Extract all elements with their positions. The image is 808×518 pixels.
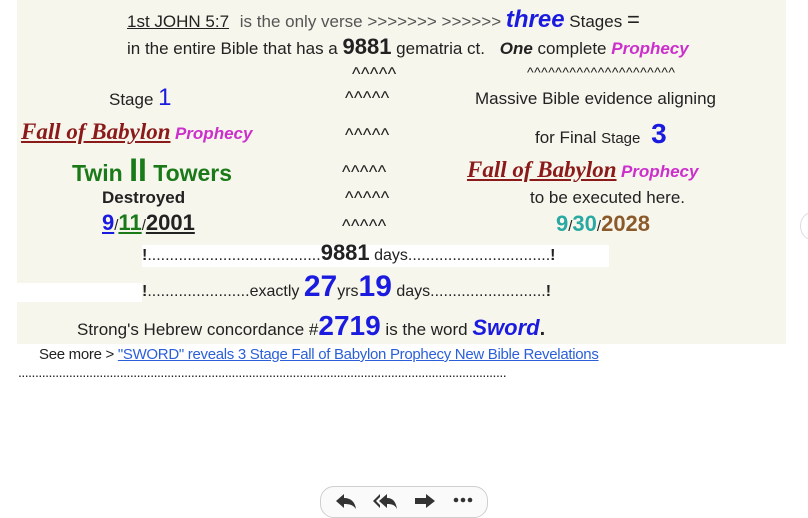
twin-word: Twin — [72, 160, 123, 186]
date-slash: / — [114, 217, 119, 234]
headline-row-1: 1st JOHN 5:7 is the only verse >>>>>>> >… — [127, 6, 640, 34]
word-text: is the word — [385, 320, 468, 339]
exclaim-right: ! — [545, 283, 552, 300]
date-2001: 9/11/2001 — [102, 210, 195, 236]
three-word: three — [505, 6, 565, 33]
date-slash: / — [568, 218, 573, 235]
see-more-label: See more > — [39, 346, 114, 363]
forward-icon — [415, 494, 435, 508]
prophecy-word: Prophecy — [611, 39, 689, 58]
ellipsis-icon — [453, 497, 473, 503]
days-line: !.......................................… — [142, 240, 555, 266]
reply-icon — [336, 494, 356, 509]
reply-all-icon — [373, 494, 397, 509]
scroll-edge-button[interactable] — [800, 212, 808, 240]
strongs-line: Strong's Hebrew concordance #2719 is the… — [77, 310, 545, 342]
dot-leader: ................................ — [407, 247, 551, 264]
exclaim-left: ! — [142, 247, 148, 264]
date-year: 2001 — [145, 210, 195, 235]
caret-row-6: ^^^^^ — [342, 216, 387, 236]
date-slash: / — [596, 218, 602, 235]
headline-row-2: in the entire Bible that has a 9881 gema… — [127, 34, 689, 60]
dot-leader: ....................................... — [147, 247, 321, 264]
destroyed-label: Destroyed — [102, 188, 186, 207]
prophecy-word: Prophecy — [620, 162, 699, 181]
fall-of-babylon-left: Fall of Babylon Prophecy — [21, 119, 252, 145]
forward-button[interactable] — [412, 491, 438, 511]
date-month: 9 — [102, 210, 115, 235]
stage-word: Stage — [601, 130, 641, 147]
days-number: 19 — [358, 270, 392, 303]
exactly-word: exactly — [249, 283, 300, 300]
days-number: 9881 — [320, 240, 370, 265]
days-word: days — [374, 247, 408, 264]
date-day: 30 — [572, 211, 597, 236]
prophecy-word: Prophecy — [174, 124, 253, 143]
caret-row-5: ^^^^^ — [345, 188, 390, 208]
one-word: One — [499, 39, 533, 58]
stage-number: 3 — [651, 118, 667, 149]
stage-word: Stage — [109, 90, 154, 109]
sword-word: Sword — [472, 315, 540, 340]
date-year: 2028 — [601, 211, 651, 236]
headline-text-1: is the only verse >>>>>>> >>>>>> — [239, 12, 502, 31]
dot-leader: ....................... — [147, 283, 250, 300]
executed-text: to be executed here. — [530, 188, 686, 207]
caret-row-right: ^^^^^^^^^^^^^^^^^^^^^ — [527, 64, 676, 80]
date-2028: 9/30/2028 — [556, 211, 650, 237]
gematria-number: 9881 — [342, 34, 392, 59]
fall-title: Fall of Babylon — [467, 157, 617, 182]
fall-title: Fall of Babylon — [21, 119, 171, 144]
period: . — [539, 318, 546, 340]
for-final-text: for Final — [535, 128, 597, 147]
date-day: 11 — [118, 210, 142, 235]
complete-word: complete — [537, 39, 607, 58]
final-stage-label: for Final Stage 3 — [535, 118, 667, 150]
stage-number: 1 — [158, 84, 172, 111]
post-toolbar — [320, 486, 488, 518]
more-options-button[interactable] — [450, 491, 476, 511]
gematria-text: gematria ct. — [396, 39, 485, 58]
exactly-line: !.......................exactly 27yrs19 … — [142, 270, 551, 304]
caret-row-4: ^^^^^ — [342, 162, 387, 182]
yrs-word: yrs — [337, 283, 359, 300]
date-month: 9 — [556, 211, 569, 236]
dot-leader: .......................... — [430, 283, 546, 300]
exclaim-right: ! — [550, 247, 556, 264]
caret-row-3: ^^^^^ — [345, 125, 390, 145]
days-box — [142, 245, 609, 267]
white-strip — [17, 283, 142, 302]
stage-1-label: Stage 1 — [109, 84, 172, 112]
years-number: 27 — [303, 270, 338, 303]
stages-word: Stages — [569, 12, 623, 31]
reply-all-button[interactable] — [371, 491, 397, 511]
see-more-link[interactable]: "SWORD" reveals 3 Stage Fall of Babylon … — [117, 346, 599, 363]
caret-row-2: ^^^^^ — [345, 88, 390, 108]
twin-towers: Twin II Towers — [72, 152, 232, 189]
headline-text-2: in the entire Bible that has a — [127, 39, 338, 58]
strongs-text: Strong's Hebrew concordance # — [77, 320, 319, 339]
towers-word: Towers — [153, 160, 233, 186]
roman-two: II — [129, 152, 147, 188]
verse-reference: 1st JOHN 5:7 — [127, 12, 230, 31]
caret-row-1: ^^^^^ — [352, 64, 397, 84]
strongs-number: 2719 — [318, 310, 381, 341]
massive-evidence-text: Massive Bible evidence aligning — [475, 89, 716, 108]
exclaim-left: ! — [142, 283, 148, 300]
date-slash: / — [141, 217, 146, 234]
days-word: days — [396, 283, 431, 300]
dotted-rule: ........................................… — [18, 364, 507, 380]
see-more-row: See more > "SWORD" reveals 3 Stage Fall … — [39, 346, 599, 363]
content-panel — [17, 0, 786, 344]
reply-button[interactable] — [333, 491, 359, 511]
fall-of-babylon-right: Fall of Babylon Prophecy — [467, 157, 698, 183]
equals-sign: = — [626, 7, 640, 32]
